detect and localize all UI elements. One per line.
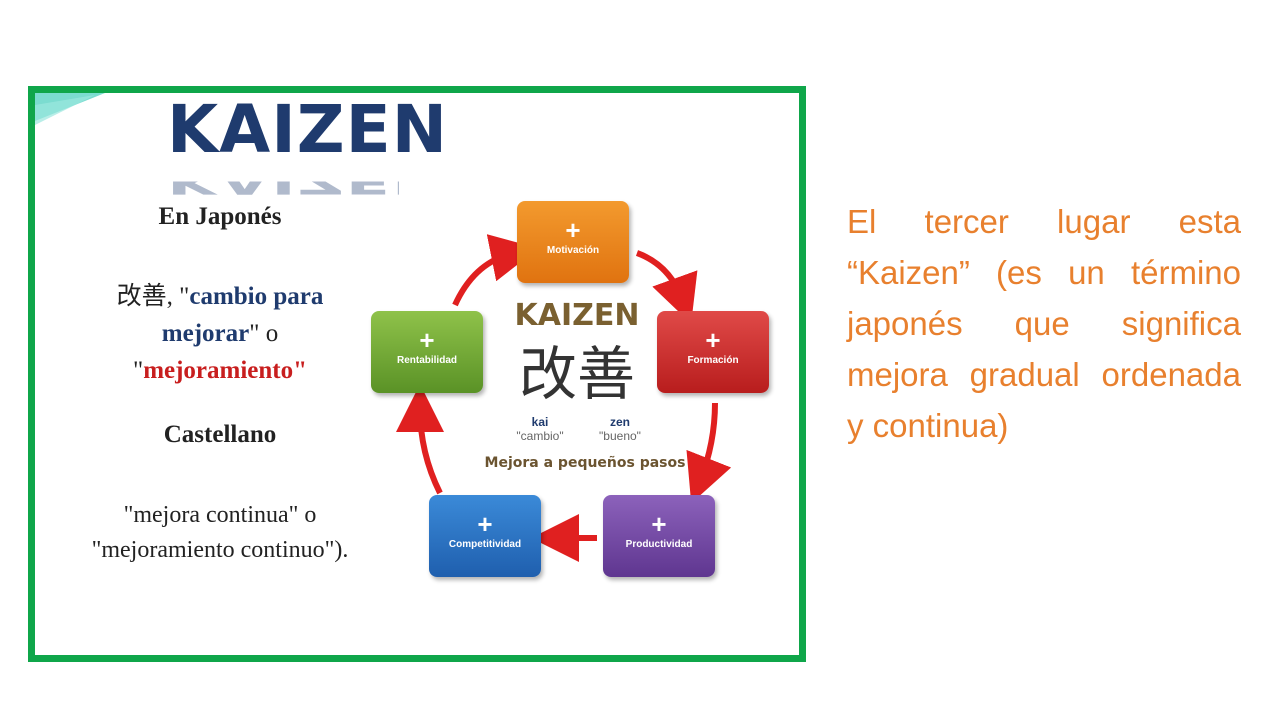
connector-text: " o " (132, 320, 279, 384)
castellano-text: "mejora continua" o "mejoramiento contin… (91, 502, 349, 563)
kaizen-logo: KAIZEN KAIZEN (167, 91, 448, 234)
quote-open: , " (166, 283, 190, 310)
center-kanji: 改善 (518, 340, 635, 408)
japanese-heading: En Japonés (158, 203, 282, 230)
castellano-heading: Castellano (163, 421, 277, 448)
blue-phrase: cambio para mejorar (161, 283, 324, 347)
diagram-subtitle: Mejora a pequeños pasos (484, 455, 686, 471)
step-productividad: + Productividad (603, 495, 715, 577)
zen-word: zen (609, 415, 630, 429)
kaizen-cycle-diagram: + Motivación + Formación + Productividad… (365, 193, 785, 593)
step-label: Rentabilidad (396, 355, 457, 366)
kai-translation: "cambio" (516, 429, 564, 443)
plus-icon: + (565, 215, 581, 245)
arrow-rentabilidad-motivacion (452, 234, 539, 307)
kaizen-image: KAIZEN KAIZEN En Japonés 改善, "cambio par… (28, 86, 806, 662)
step-motivacion: + Motivación (517, 201, 629, 283)
plus-icon: + (705, 325, 721, 355)
zen-meaning: zen "bueno" (590, 415, 650, 443)
logo-text: KAIZEN (167, 91, 448, 168)
plus-icon: + (419, 325, 435, 355)
kai-meaning: kai "cambio" (510, 415, 570, 443)
quote-close: " (293, 357, 308, 384)
step-formacion: + Formación (657, 311, 769, 393)
body-text: El tercer lugar esta “Kaizen” (es un tér… (847, 203, 1241, 444)
japanese-meaning: 改善, "cambio para mejorar" o "mejoramient… (75, 278, 365, 389)
corner-decoration (35, 93, 105, 125)
step-label: Competitividad (448, 539, 522, 550)
kanji-text: 改善 (116, 283, 167, 310)
red-phrase: mejoramiento (143, 357, 294, 384)
kai-word: kai (531, 415, 549, 429)
arrow-motivacion-formacion (635, 250, 698, 324)
plus-icon: + (477, 509, 493, 539)
arrow-competitividad-rentabilidad (396, 384, 445, 495)
step-competitividad: + Competitividad (429, 495, 541, 577)
cycle-arrows (396, 234, 732, 562)
arrow-formacion-productividad (686, 402, 732, 504)
step-rentabilidad: + Rentabilidad (371, 311, 483, 393)
step-label: Productividad (625, 539, 693, 550)
step-label: Formación (687, 355, 739, 366)
step-label: Motivación (546, 245, 600, 256)
center-title: KAIZEN (514, 298, 640, 333)
zen-translation: "bueno" (599, 429, 641, 443)
plus-icon: + (651, 509, 667, 539)
